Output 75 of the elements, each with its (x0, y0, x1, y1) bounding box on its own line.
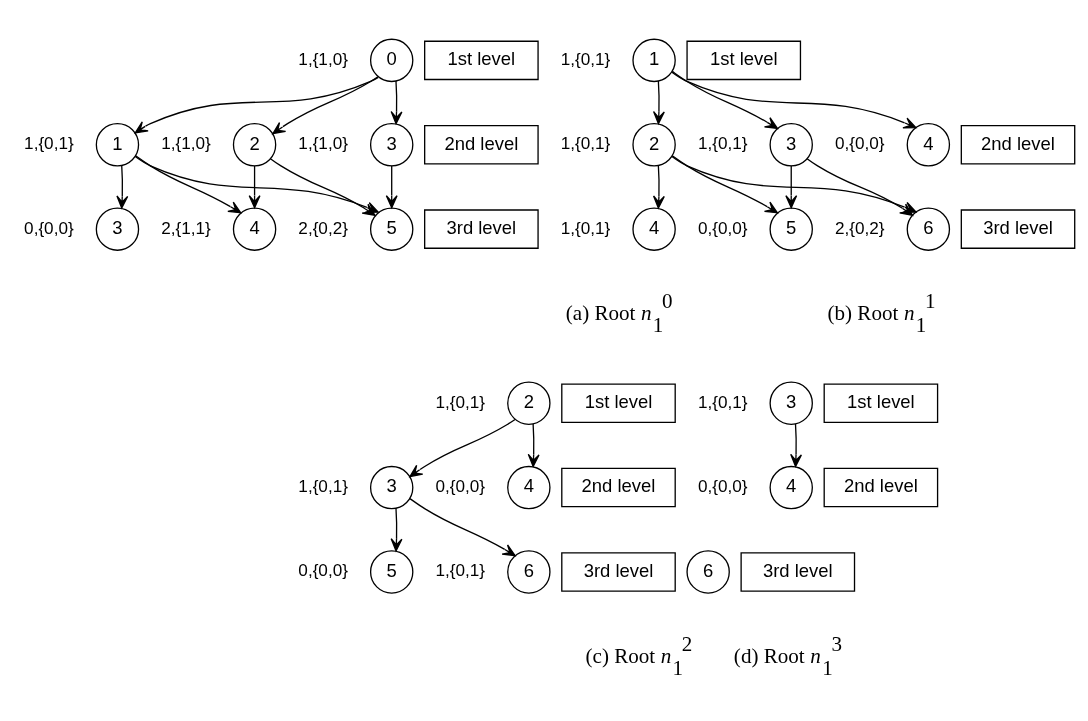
arrow (116, 164, 129, 209)
node-box: 2nd level (960, 124, 1076, 165)
arrow (671, 71, 917, 129)
arrow (652, 79, 665, 124)
node-label: 0,{0,0} (435, 475, 486, 496)
node-circle: 4 (632, 206, 676, 251)
arrow (272, 75, 379, 134)
node-label: 1,{0,1} (560, 48, 611, 69)
node-circle: 3 (95, 206, 140, 251)
node-circle: 2 (507, 380, 551, 425)
node-box: 3rd level (960, 208, 1076, 249)
node-circle: 6 (507, 549, 551, 594)
node-circle: 3 (769, 122, 813, 166)
node-label: 0,{0,0} (697, 475, 748, 496)
arrow (806, 157, 914, 216)
node-label: 1,{0,1} (24, 132, 74, 153)
node-box: 1st level (823, 382, 939, 423)
node-circle: 5 (769, 206, 813, 251)
node-circle: 3 (369, 122, 414, 166)
arrow (135, 154, 242, 213)
node-circle: 4 (769, 465, 813, 509)
node-box: 3rd level (424, 208, 539, 249)
node-label: 0,{0,0} (697, 217, 748, 238)
node-label: 1,{1,0} (298, 132, 348, 153)
node-circle: 1 (632, 38, 676, 82)
arrow (652, 164, 665, 209)
arrow (790, 422, 803, 467)
node-box: 1st level (561, 382, 676, 423)
arrow (385, 164, 398, 208)
arrow (785, 164, 798, 208)
node-circle: 4 (232, 206, 277, 251)
node-circle: 6 (906, 206, 951, 251)
node-label: 1,{0,1} (697, 132, 748, 153)
node-label: 1,{0,1} (298, 475, 348, 496)
node-circle: 3 (769, 380, 813, 425)
node-label: 0,{0,0} (835, 132, 885, 153)
node-circle: 6 (686, 549, 730, 594)
node-box: 2nd level (823, 467, 939, 507)
arrow (134, 76, 379, 134)
arrow (409, 418, 516, 477)
node-box: 2nd level (424, 124, 539, 165)
node-label: 0,{0,0} (24, 217, 74, 238)
node-circle: 5 (369, 549, 414, 594)
node-box: 3rd level (740, 551, 856, 592)
arrow (390, 79, 403, 124)
node-circle: 4 (906, 122, 951, 166)
node-label: 1,{0,1} (435, 391, 486, 412)
node-label: 2,{1,1} (161, 217, 211, 238)
arrow (671, 154, 779, 213)
node-label: 2,{0,2} (835, 217, 885, 238)
node-circle: 0 (369, 38, 414, 82)
arrow (527, 422, 540, 467)
arrow (671, 70, 779, 129)
node-circle: 2 (232, 122, 277, 166)
node-label: 1,{0,1} (697, 391, 748, 412)
node-circle: 2 (632, 122, 676, 166)
node-box: 1st level (686, 40, 802, 80)
node-box: 1st level (424, 40, 539, 80)
node-circle: 4 (507, 465, 551, 509)
node-label: 0,{0,0} (298, 559, 348, 580)
node-box: 2nd level (561, 467, 676, 507)
node-label: 1,{0,1} (435, 559, 486, 580)
node-label: 2,{0,2} (298, 217, 348, 238)
node-circle: 1 (95, 122, 140, 166)
node-label: 1,{0,1} (560, 132, 611, 153)
node-label: 1,{0,1} (560, 217, 611, 238)
node-label: 1,{1,0} (161, 132, 211, 153)
node-box: 3rd level (561, 551, 676, 592)
node-circle: 3 (369, 465, 414, 509)
node-label: 1,{1,0} (298, 48, 348, 69)
arrow (409, 497, 516, 556)
node-circle: 5 (369, 206, 414, 251)
arrow (248, 164, 261, 208)
arrow (390, 507, 403, 551)
arrow (269, 157, 376, 216)
